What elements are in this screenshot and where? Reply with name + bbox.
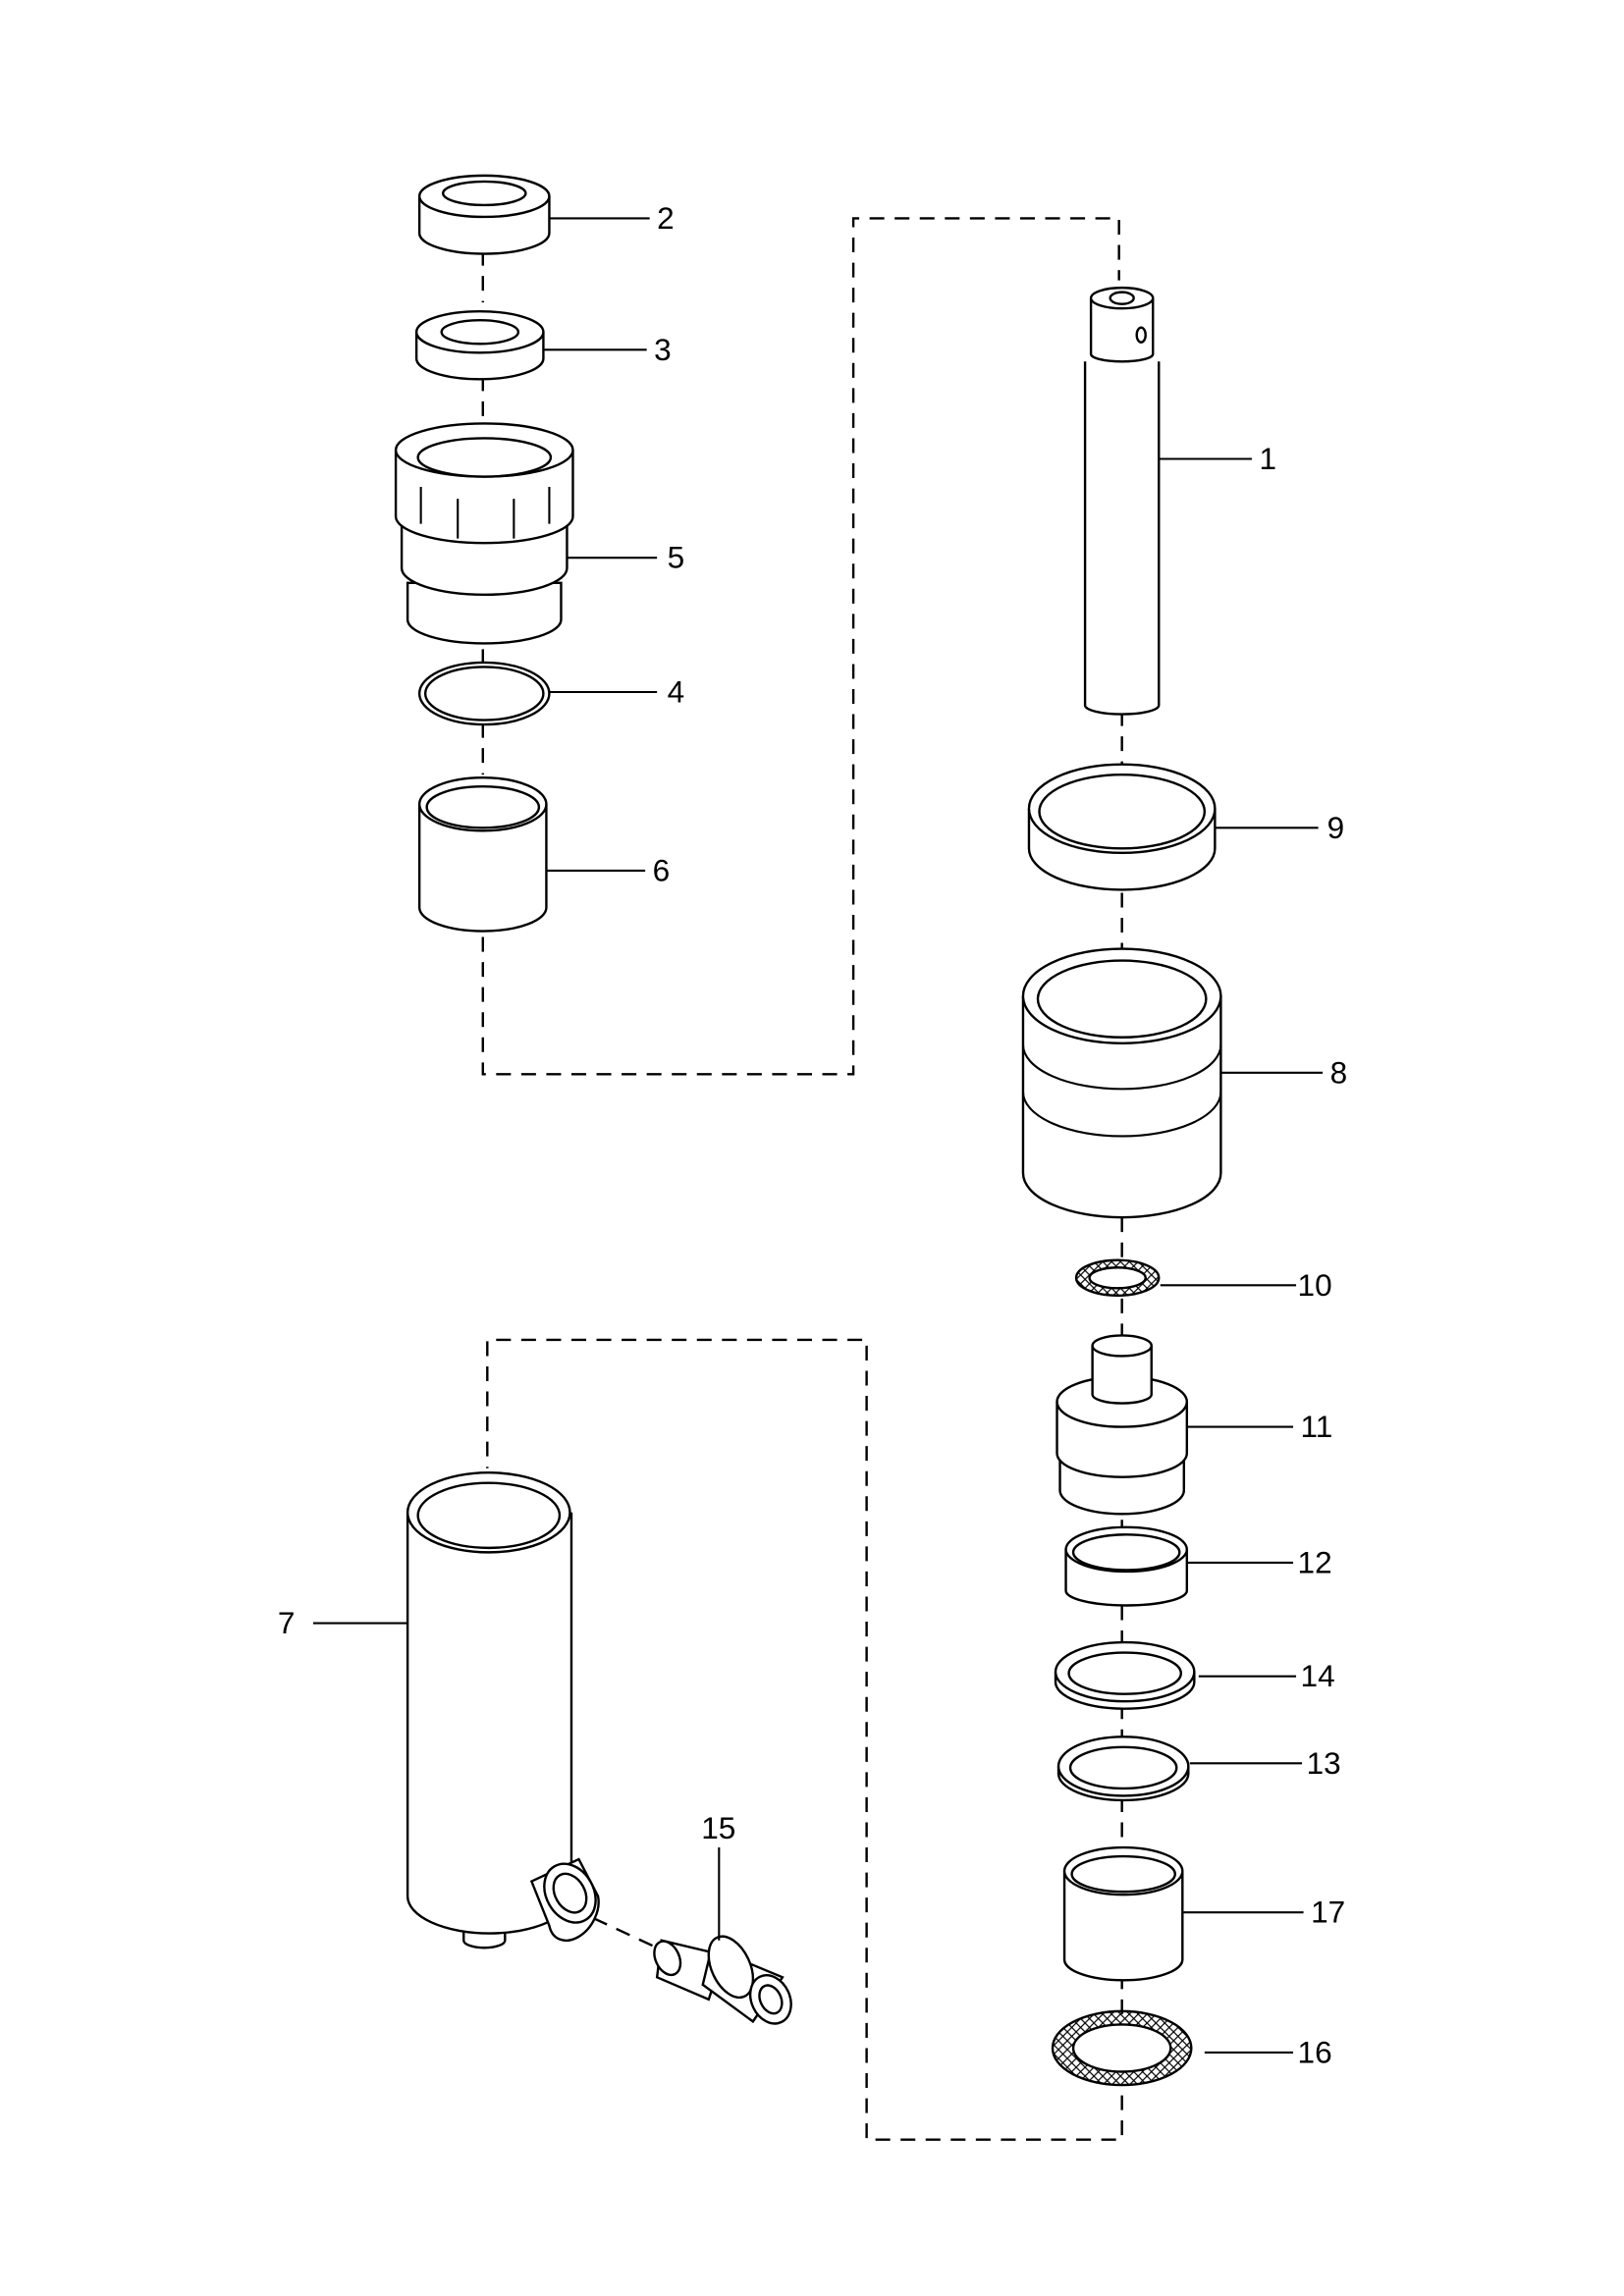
callout-4: 4 <box>668 674 685 710</box>
callout-15: 15 <box>701 1810 735 1845</box>
part-17-bushing: 17 <box>1062 1845 1345 1982</box>
part-7-cylinder-body: 7 <box>278 1471 600 1949</box>
callout-8: 8 <box>1330 1054 1348 1090</box>
callout-16: 16 <box>1298 2034 1332 2069</box>
callout-3: 3 <box>654 332 672 367</box>
part-12-ring: 12 <box>1064 1525 1332 1607</box>
part-13-seal: 13 <box>1056 1735 1341 1802</box>
part-16-gasket: 16 <box>1051 2009 1332 2087</box>
part-9-ring: 9 <box>1027 763 1345 891</box>
callout-1: 1 <box>1259 441 1276 476</box>
part-6-bushing: 6 <box>417 775 671 933</box>
callout-5: 5 <box>668 540 685 575</box>
part-10-washer: 10 <box>1074 1258 1332 1303</box>
part-8-piston: 8 <box>1021 947 1348 1219</box>
assembly-guide-lower <box>486 1338 1123 2141</box>
callout-6: 6 <box>653 852 671 887</box>
callout-9: 9 <box>1327 810 1345 845</box>
callout-11: 11 <box>1301 1409 1333 1444</box>
callout-17: 17 <box>1311 1895 1345 1930</box>
callout-10: 10 <box>1298 1267 1332 1303</box>
part-2-seal-ring: 2 <box>417 174 675 255</box>
part-4-o-ring: 4 <box>417 661 685 726</box>
part-3-washer: 3 <box>414 309 672 381</box>
part-14-seal: 14 <box>1054 1640 1335 1710</box>
part-1-piston-rod: 1 <box>1083 286 1276 716</box>
callout-13: 13 <box>1307 1745 1341 1781</box>
callout-14: 14 <box>1301 1658 1335 1693</box>
callout-12: 12 <box>1298 1544 1332 1579</box>
part-5-gland-nut: 5 <box>394 422 685 645</box>
assembly-guide-upper <box>481 217 1120 1076</box>
part-15-fitting: 15 <box>653 1810 792 2025</box>
callout-7: 7 <box>278 1605 296 1640</box>
callout-2: 2 <box>657 200 675 236</box>
part-11-valve-piston: 11 <box>1056 1334 1333 1516</box>
assembly-guide-fitting <box>593 1917 658 1949</box>
